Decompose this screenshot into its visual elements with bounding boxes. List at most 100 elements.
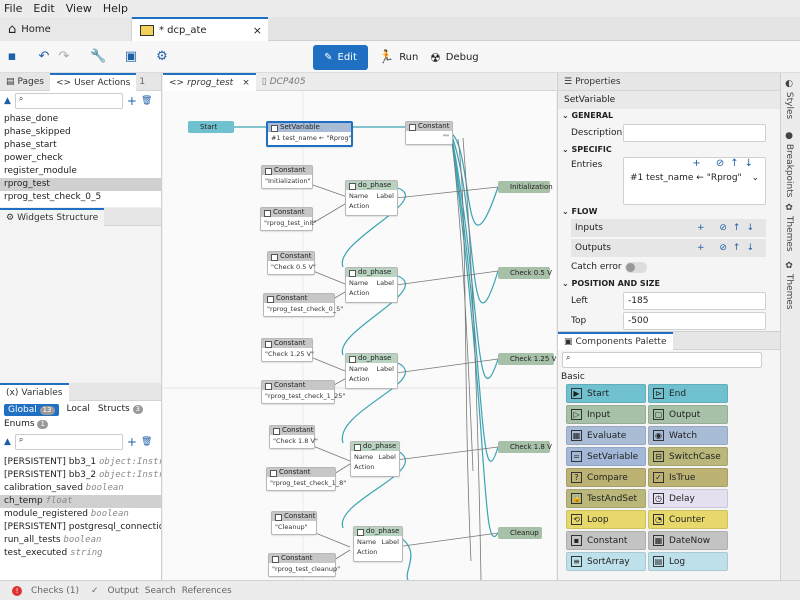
- list-item[interactable]: phase_skipped: [4, 127, 71, 137]
- breakpoints-tab[interactable]: ● Breakpoints: [784, 131, 794, 197]
- entry-item[interactable]: #1 test_name ← "Rprog" ⌄: [624, 169, 765, 187]
- node-constant[interactable]: Constant"rprog_test_cleanup": [268, 553, 340, 577]
- actions-search-input[interactable]: ⌕: [14, 93, 123, 109]
- tab-components-palette[interactable]: ▣Components Palette: [558, 331, 673, 350]
- list-item[interactable]: calibration_saved boolean: [0, 482, 161, 495]
- palette-item-setvariable[interactable]: =SetVariable: [566, 447, 646, 466]
- add-variable-icon[interactable]: +: [126, 435, 137, 449]
- variables-search-input[interactable]: ⌕: [14, 434, 123, 450]
- tab-structs[interactable]: Structs 3: [98, 404, 143, 416]
- node-start[interactable]: Start: [188, 121, 234, 133]
- palette-search-input[interactable]: ⌕: [562, 352, 762, 368]
- list-item[interactable]: run_all_tests boolean: [0, 534, 161, 547]
- palette-item-testandset[interactable]: 🔒TestAndSet: [566, 489, 646, 508]
- add-output-icon[interactable]: + ⊘↑↓: [696, 243, 760, 253]
- palette-item-delay[interactable]: ◷Delay: [648, 489, 728, 508]
- palette-item-switchcase[interactable]: ⊟SwitchCase: [648, 447, 728, 466]
- node-constant[interactable]: Constant"rprog_test_check_1_8": [266, 467, 346, 491]
- add-input-icon[interactable]: + ⊘↑↓: [696, 223, 760, 233]
- settings-wrench-icon[interactable]: 🔧: [90, 49, 107, 64]
- palette-item-constant[interactable]: ▪Constant: [566, 531, 646, 550]
- node-constant[interactable]: Constant"rprog_test_check_1_25": [261, 380, 345, 404]
- tab-properties[interactable]: ☰Properties: [558, 73, 627, 91]
- section-specific[interactable]: ⌄ SPECIFIC: [562, 145, 612, 154]
- inputs-row[interactable]: Inputs+ ⊘↑↓: [571, 219, 766, 237]
- list-item[interactable]: phase_start: [4, 140, 57, 150]
- output-tab[interactable]: ✓Output: [85, 586, 139, 596]
- list-item[interactable]: rprog_test: [0, 178, 161, 191]
- gear-icon[interactable]: ⚙: [156, 49, 168, 64]
- left-field[interactable]: -185: [623, 292, 766, 310]
- menu-edit[interactable]: Edit: [33, 2, 55, 15]
- palette-item-watch[interactable]: ◉Watch: [648, 426, 728, 445]
- list-item[interactable]: [PERSISTENT] bb3_2 object:Instru: [0, 469, 161, 482]
- save-icon[interactable]: ▪: [7, 49, 17, 64]
- top-field[interactable]: -500: [623, 312, 766, 330]
- palette-item-sortarray[interactable]: ≡SortArray: [566, 552, 646, 571]
- run-mode-button[interactable]: 🏃Run: [378, 45, 418, 70]
- list-item[interactable]: phase_done: [4, 114, 59, 124]
- palette-item-input[interactable]: ▷Input: [566, 405, 646, 424]
- palette-item-datenow[interactable]: ▦DateNow: [648, 531, 728, 550]
- list-item[interactable]: module_registered boolean: [0, 508, 161, 521]
- list-item[interactable]: power_check: [4, 153, 63, 163]
- add-action-icon[interactable]: +: [126, 94, 137, 108]
- node-constant[interactable]: Constant"rprog_test_init": [260, 207, 317, 231]
- tab-local[interactable]: Local: [66, 404, 90, 414]
- node-constant[interactable]: Constant"Check 0.5 V": [267, 251, 316, 275]
- palette-item-istrue[interactable]: ✓IsTrue: [648, 468, 728, 487]
- palette-item-compare[interactable]: ?Compare: [566, 468, 646, 487]
- node-constant[interactable]: Constant"Check 1.25 V": [261, 338, 314, 362]
- list-item[interactable]: ch_temp float: [0, 495, 161, 508]
- list-item[interactable]: [PERSISTENT] postgresql_connection: [0, 521, 161, 534]
- tab-global[interactable]: Global 13: [4, 404, 59, 416]
- search-tab[interactable]: Search: [144, 585, 176, 596]
- themes-tab-2[interactable]: ✿ Themes: [784, 261, 794, 310]
- description-field[interactable]: [623, 124, 766, 142]
- node-output[interactable]: Check 0.5 V: [498, 267, 552, 279]
- menu-help[interactable]: Help: [102, 2, 128, 15]
- list-item[interactable]: rprog_test_check_0_5: [4, 192, 102, 202]
- section-general[interactable]: ⌄ GENERAL: [562, 111, 614, 120]
- node-setvariable[interactable]: SetVariable #1 test_name ← "Rprog": [266, 121, 353, 147]
- tab-home[interactable]: ⌂ Home: [0, 17, 132, 41]
- palette-item-counter[interactable]: ◔Counter: [648, 510, 728, 529]
- tab-dcp405[interactable]: ▯DCP405: [256, 73, 312, 91]
- node-output[interactable]: Check 1.25 V: [498, 353, 556, 365]
- list-item[interactable]: [PERSISTENT] bb3_1 object:Instru: [0, 456, 161, 469]
- tab-pages[interactable]: ▤Pages: [0, 73, 50, 91]
- menu-view[interactable]: View: [65, 2, 92, 15]
- tab-rprog-test[interactable]: <>rprog_test×: [163, 72, 256, 91]
- palette-item-end[interactable]: ⊳End: [648, 384, 728, 403]
- styles-tab[interactable]: ◐ Styles: [784, 79, 794, 119]
- entries-toolbar-icons[interactable]: + ⊘↑↓: [692, 158, 759, 169]
- list-item[interactable]: register_module: [4, 166, 77, 176]
- node-constant-empty[interactable]: Constant "": [405, 121, 453, 145]
- node-constant[interactable]: Constant"rprog_test_check_0_5": [263, 293, 343, 317]
- palette-item-loop[interactable]: ⟲Loop: [566, 510, 646, 529]
- menu-file[interactable]: File: [4, 2, 23, 15]
- widget-icon[interactable]: ▣: [124, 49, 138, 64]
- tab-dcp-ate[interactable]: * dcp_ate ×: [132, 17, 268, 41]
- undo-icon[interactable]: ↶: [38, 49, 50, 64]
- node-constant[interactable]: Constant"Initialization": [261, 165, 313, 189]
- node-output[interactable]: Cleanup: [498, 527, 542, 539]
- section-flow[interactable]: ⌄ FLOW: [562, 207, 598, 216]
- debug-mode-button[interactable]: ☢Debug: [430, 45, 479, 70]
- close-tab-icon[interactable]: ×: [242, 77, 250, 88]
- themes-tab[interactable]: ✿ Themes: [784, 203, 794, 252]
- chevron-down-icon[interactable]: ⌄: [751, 173, 759, 183]
- catch-error-toggle[interactable]: [625, 261, 647, 273]
- palette-item-log[interactable]: ▤Log: [648, 552, 728, 571]
- delete-variable-icon[interactable]: 🗑: [140, 437, 153, 447]
- tab-enums[interactable]: Enums 1: [4, 419, 48, 429]
- sort-icon[interactable]: ▲: [4, 96, 11, 106]
- list-item[interactable]: test_executed string: [0, 547, 161, 560]
- palette-item-evaluate[interactable]: ▦Evaluate: [566, 426, 646, 445]
- sort-icon[interactable]: ▲: [4, 437, 11, 447]
- close-tab-icon[interactable]: ×: [252, 23, 262, 37]
- palette-item-output[interactable]: ▢Output: [648, 405, 728, 424]
